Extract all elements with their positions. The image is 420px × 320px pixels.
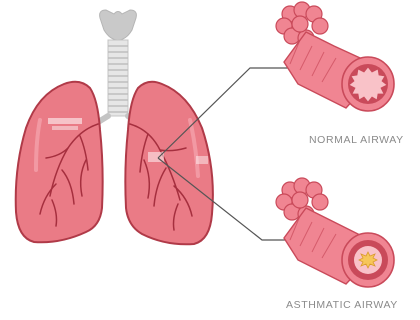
normal-airway-icon	[276, 2, 394, 111]
right-lung-icon	[125, 82, 213, 245]
asthmatic-airway-icon	[276, 178, 394, 287]
asthmatic-airway-label: ASTHMATIC AIRWAY	[286, 299, 398, 311]
left-lung-icon	[16, 82, 103, 243]
normal-airway-label: NORMAL AIRWAY	[309, 134, 404, 146]
larynx-icon	[100, 10, 137, 40]
